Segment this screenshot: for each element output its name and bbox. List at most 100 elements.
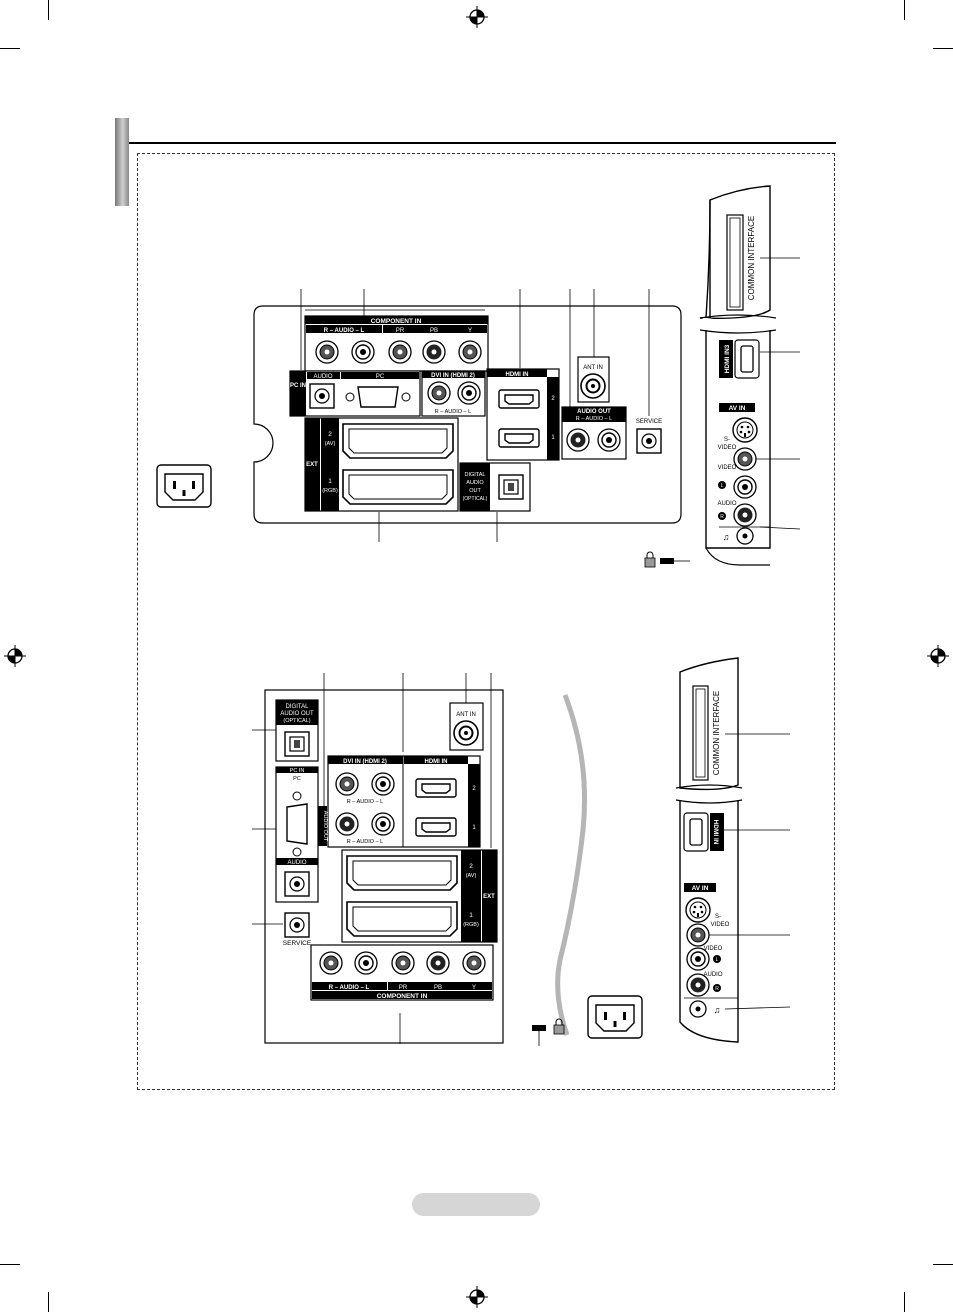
pc-in-label: PC IN <box>290 768 305 774</box>
av-in-label: AV IN <box>692 885 709 892</box>
audio-label: AUDIO <box>703 972 722 978</box>
side-panel-top: COMMON INTERFACE HDMI IN3 AV IN S- VIDEO… <box>699 185 801 566</box>
hdmi-1-port[interactable] <box>415 817 457 837</box>
dvi-audio-r-jack[interactable] <box>335 772 359 796</box>
hdmi-in-label: HDMI IN <box>506 372 529 378</box>
component-audio-l-jack[interactable] <box>351 340 375 364</box>
hdmi-2-port[interactable] <box>415 778 457 798</box>
section-title-rule <box>129 142 836 144</box>
component-pb-jack[interactable] <box>426 951 450 975</box>
audio-r-jack[interactable] <box>686 973 710 997</box>
component-pr-jack[interactable] <box>388 340 412 364</box>
service-port[interactable] <box>636 428 662 454</box>
audio-label: AUDIO <box>717 501 736 507</box>
ant-in-group: ANT IN <box>577 356 610 403</box>
registration-mark-icon <box>4 645 26 667</box>
service-port[interactable] <box>284 912 310 938</box>
audio-out-rl-label: R – AUDIO – L <box>347 839 383 845</box>
component-pb-jack[interactable] <box>422 340 446 364</box>
dvi-audio-r-jack[interactable] <box>427 381 451 405</box>
component-audio-r-jack[interactable] <box>319 951 343 975</box>
hdmi-2-port[interactable] <box>498 389 540 409</box>
r-label: R <box>715 986 719 992</box>
hdmi-1-label: 1 <box>551 435 555 441</box>
crop-mark <box>48 1292 49 1312</box>
pr-label: PR <box>396 328 405 334</box>
video-jack[interactable] <box>686 923 710 947</box>
dvi-audio-label: R – AUDIO – L <box>347 799 383 805</box>
component-y-jack[interactable] <box>462 951 486 975</box>
hdmi-in3-port[interactable] <box>740 345 754 373</box>
hdmi-in-port[interactable] <box>689 818 703 846</box>
kensington-lock-icon <box>644 551 656 568</box>
s-video-label-1: S- <box>724 437 730 443</box>
scart-2-port[interactable] <box>342 423 454 459</box>
component-pr-jack[interactable] <box>391 951 415 975</box>
antenna-jack[interactable] <box>453 720 479 746</box>
ext-1-label: 1 <box>469 912 473 919</box>
headphone-jack[interactable] <box>736 527 754 545</box>
optical-port[interactable] <box>498 474 524 500</box>
s-video-jack[interactable] <box>732 417 758 443</box>
hdmi-in3-label: HDMI IN3 <box>724 344 731 373</box>
hdmi-2-label: 2 <box>551 396 555 402</box>
component-y-jack[interactable] <box>458 340 482 364</box>
power-inlet-icon <box>156 464 212 508</box>
callout-leaders <box>300 289 650 542</box>
side-panel-bottom: COMMON INTERFACE HDMI IN AV IN S- VIDEO … <box>675 657 791 1043</box>
l-label: L <box>721 483 724 489</box>
component-audio-l-jack[interactable] <box>354 951 378 975</box>
hdmi-1-label: 1 <box>472 825 476 831</box>
antenna-jack[interactable] <box>580 373 606 399</box>
scart-1-port[interactable] <box>342 469 454 505</box>
audio-out-l-jack[interactable] <box>597 428 621 452</box>
hdmi-in-label: HDMI IN <box>425 759 448 765</box>
scart-2-port[interactable] <box>346 855 458 891</box>
audio-out-label: AUDIO OUT <box>322 811 328 842</box>
audio-l-jack[interactable] <box>733 475 757 499</box>
headphone-jack[interactable] <box>689 1000 707 1018</box>
scart-1-port[interactable] <box>346 901 458 937</box>
audio-out-r-jack[interactable] <box>335 812 359 836</box>
ext-label: EXT <box>306 462 318 468</box>
av-in-label: AV IN <box>729 405 746 412</box>
rear-panel-top: COMPONENT IN R – AUDIO – L PR PB Y PC IN <box>156 289 690 568</box>
pc-audio-label: AUDIO <box>313 374 332 380</box>
ext-label: EXT <box>483 894 495 900</box>
hdmi-in-label: HDMI IN <box>712 820 719 845</box>
headphone-icon: ♫ <box>723 532 730 542</box>
optical-port[interactable] <box>284 731 310 757</box>
kensington-slot <box>660 558 674 564</box>
audio-out-l-jack[interactable] <box>371 812 395 836</box>
component-audio-r-jack[interactable] <box>315 340 339 364</box>
registration-mark-icon <box>927 645 949 667</box>
pr-label: PR <box>399 985 408 991</box>
dvi-audio-l-jack[interactable] <box>457 381 481 405</box>
registration-mark-icon <box>466 6 488 28</box>
pc-audio-jack[interactable] <box>309 383 335 409</box>
component-in-label: COMPONENT IN <box>371 318 422 325</box>
crop-mark <box>904 0 905 20</box>
audio-r-jack[interactable] <box>733 503 757 527</box>
pc-in-group: PC IN AUDIO PC <box>289 370 421 417</box>
s-video-jack[interactable] <box>685 897 711 923</box>
video-jack[interactable] <box>733 447 757 471</box>
digital-audio-line-1: DIGITAL <box>465 472 486 478</box>
ext-1-sub-label: (RGB) <box>322 488 338 494</box>
component-audio-label: R – AUDIO – L <box>324 328 365 334</box>
audio-l-jack[interactable] <box>686 947 710 971</box>
audio-out-label: AUDIO OUT <box>577 409 611 415</box>
service-group: SERVICE <box>636 419 662 454</box>
ext-group: EXT 2 (AV) 1 (RGB) <box>304 417 459 512</box>
pb-label: PB <box>434 985 442 991</box>
pc-audio-jack[interactable] <box>284 871 310 897</box>
ant-in-label: ANT IN <box>456 712 476 718</box>
common-interface-label: COMMON INTERFACE <box>747 216 756 300</box>
hdmi-1-port[interactable] <box>498 428 540 448</box>
ext-2-sub-label: (AV) <box>466 873 477 879</box>
component-in-group: COMPONENT IN R – AUDIO – L PR PB Y <box>304 315 489 372</box>
audio-out-r-jack[interactable] <box>566 428 590 452</box>
crop-mark <box>48 0 49 20</box>
dvi-audio-l-jack[interactable] <box>371 772 395 796</box>
